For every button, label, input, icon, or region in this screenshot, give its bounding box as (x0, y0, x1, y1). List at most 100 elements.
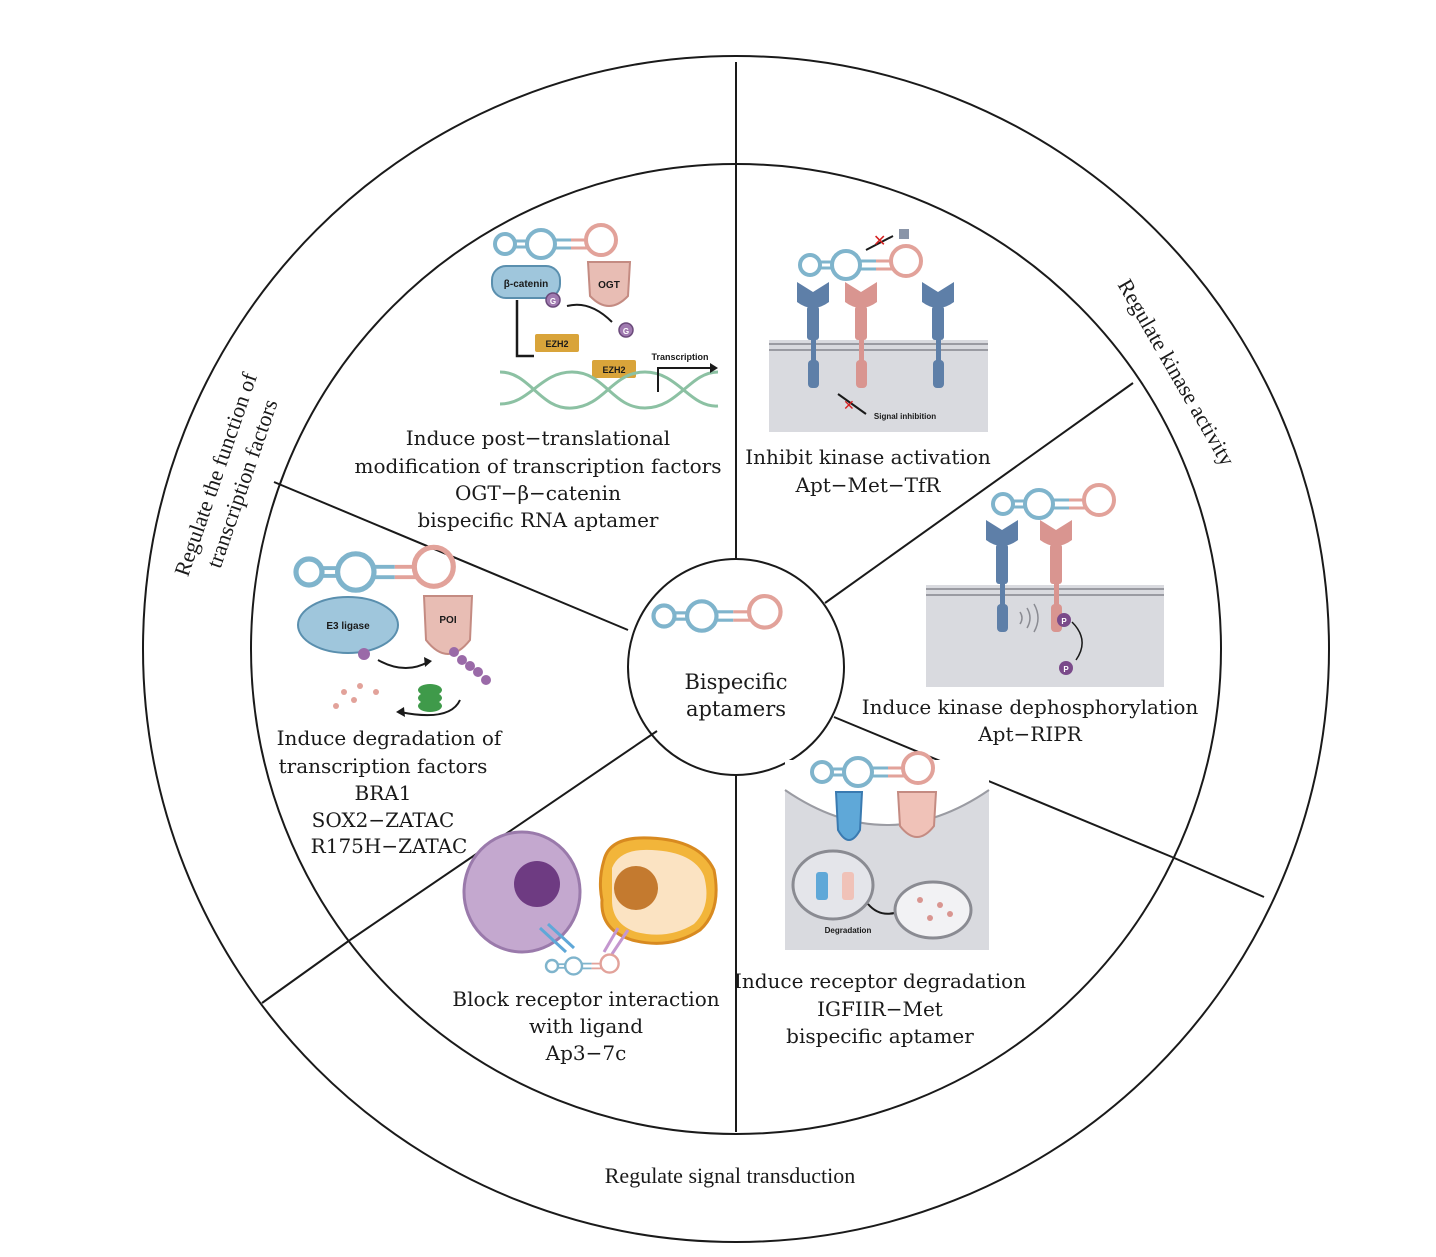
dephos-aptamer-icon (991, 483, 1116, 520)
ezh2-box-2 (592, 360, 636, 378)
center-circle (627, 558, 845, 776)
glcnac-marker-1 (545, 292, 561, 308)
tf-deg-line1: Induce degradation of (277, 726, 503, 750)
red-x-top: ✕ (873, 231, 886, 250)
signal-inhibition-label: Signal inhibition (874, 412, 936, 421)
ptm-arrow-down (515, 300, 534, 358)
receptor-deg-line3: bispecific aptamer (786, 1024, 974, 1048)
ezh2-box-1 (535, 334, 579, 352)
ptm-illustration: β-catenin OGT G G EZH2 EZH2 Transcriptio… (491, 223, 719, 410)
dephos-line2: Apt−RIPR (977, 722, 1082, 746)
receptor-deg-line2: IGFIIR−Met (817, 997, 943, 1021)
p-label-1: P (1061, 617, 1067, 626)
receptor-blue-1 (797, 282, 829, 388)
e3-ligase-label: E3 ligase (326, 621, 370, 632)
tf-deg-aptamer-icon (296, 547, 453, 590)
block-line2: with ligand (529, 1014, 643, 1038)
beta-catenin-shape (491, 265, 561, 299)
ub-transfer-arrow (377, 659, 429, 669)
ptm-line1: Induce post−translational (406, 426, 670, 450)
blocked-arrow-signal (837, 393, 867, 415)
dephos-caption: Induce kinase dephosphorylation Apt−RIPR (862, 695, 1199, 746)
ptm-caption: Induce post−translational modification o… (355, 426, 722, 532)
outer-divider-lower-left (261, 939, 351, 1004)
block-illustration (462, 830, 718, 976)
ligand-square (899, 229, 909, 239)
proteasome-icon (418, 684, 442, 712)
outer-divider-lower-right (1171, 856, 1265, 898)
kinase-activation-line1: Inhibit kinase activation (745, 445, 991, 469)
tumor-cell-nucleus (614, 866, 658, 910)
ezh2-label-1: EZH2 (545, 339, 568, 349)
degradation-label: Degradation (825, 926, 872, 935)
beta-catenin-label: β-catenin (504, 279, 548, 290)
kinase-activation-line2: Apt−Met−TfR (795, 473, 942, 497)
ptm-aptamer-icon (493, 223, 618, 260)
outer-label-signal-transduction: Regulate signal transduction (605, 1163, 856, 1188)
dna-strand-2 (499, 370, 719, 410)
dephos-arrow (1071, 621, 1083, 661)
kinase-activation-caption: Inhibit kinase activation Apt−Met−TfR (745, 445, 991, 497)
kinase-aptamer-icon (798, 244, 923, 281)
met-receptor (896, 791, 938, 838)
ubiquitin-chain (449, 647, 491, 685)
peptide-fragments (333, 683, 379, 709)
blocked-arrow-top (865, 235, 894, 251)
block-line3: Ap3−7c (545, 1041, 627, 1065)
ogt-label: OGT (598, 280, 620, 291)
tf-deg-line2: transcription factors (279, 754, 488, 778)
signal-waves (1019, 603, 1039, 633)
ezh2-label-2: EZH2 (602, 365, 625, 375)
immune-cell-nucleus (514, 861, 560, 907)
ptm-arrow-curve (566, 303, 613, 323)
ptm-line4: bispecific RNA aptamer (417, 508, 658, 532)
receptor-deg-illustration: Degradation (784, 751, 990, 950)
glcnac-marker-2 (618, 322, 634, 338)
receptor-deg-line1: Induce receptor degradation (734, 969, 1026, 993)
membrane-panel-2 (926, 585, 1164, 687)
lysosome (893, 880, 973, 940)
membrane-panel-1 (769, 340, 988, 432)
transcription-arrowhead (710, 363, 718, 373)
tf-deg-line4: SOX2−ZATAC (312, 808, 455, 832)
block-caption: Block receptor interaction with ligand A… (452, 987, 719, 1065)
receptor-blue-2 (922, 282, 954, 388)
receptor-blue-3 (986, 520, 1018, 632)
sector-divider-lower-right (833, 716, 1173, 858)
red-x-signal: ✕ (843, 398, 855, 414)
g-label-2: G (623, 327, 629, 336)
outer-label-transcription-factors: Regulate the function of transcription f… (169, 369, 283, 579)
ptm-line2: modification of transcription factors (355, 454, 722, 478)
kinase-activation-illustration: ✕ ✕ Signal inhibition (769, 229, 988, 432)
block-aptamer-icon (544, 953, 620, 976)
phospho-marker-1 (1057, 613, 1071, 627)
poi-label: POI (439, 615, 456, 626)
outer-label-kinase: Regulate kinase activity (1113, 274, 1240, 470)
center-label-line2: aptamers (686, 697, 786, 721)
center-label-line1: Bispecific (684, 670, 787, 694)
receptor-pink-1 (845, 282, 877, 388)
endosome-1 (791, 849, 875, 921)
dephos-line1: Induce kinase dephosphorylation (862, 695, 1199, 719)
g-label-1: G (550, 297, 556, 306)
receptor-deg-caption: Induce receptor degradation IGFIIR−Met b… (734, 969, 1026, 1048)
p-label-2: P (1063, 665, 1069, 674)
outer-right-text: Regulate kinase activity (1113, 274, 1240, 470)
igf2r-receptor (834, 791, 864, 841)
phospho-marker-2 (1059, 661, 1073, 675)
e3-ub-marker (358, 648, 370, 660)
tf-deg-caption: Induce degradation of transcription fact… (277, 726, 503, 858)
ogt-shape (586, 261, 632, 307)
degrade-arrow (399, 699, 461, 717)
e3-ligase-shape (297, 596, 399, 654)
dephos-illustration: P P (926, 483, 1164, 687)
transcription-arrow (657, 367, 710, 392)
tf-deg-line3: BRA1 (355, 781, 412, 805)
sector-divider-upper-right (824, 382, 1134, 604)
transcription-label: Transcription (651, 352, 708, 362)
block-line1: Block receptor interaction (452, 987, 719, 1011)
ptm-line3: OGT−β−catenin (455, 481, 621, 505)
outer-ring (142, 55, 1330, 1243)
tf-deg-illustration: E3 ligase POI (296, 547, 491, 717)
